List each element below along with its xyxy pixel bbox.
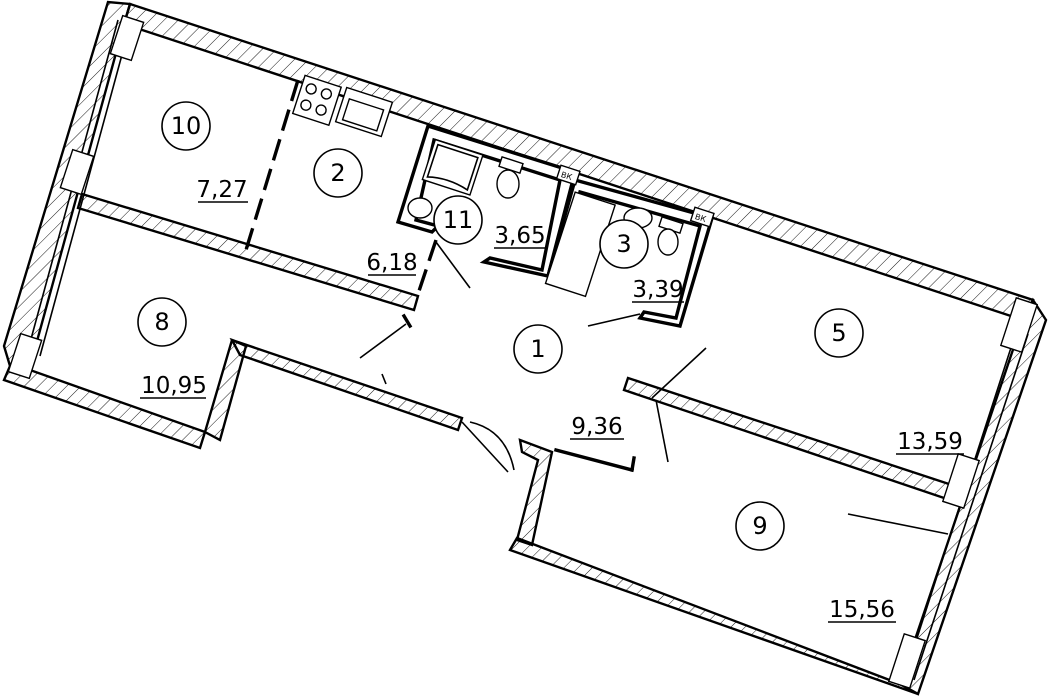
wall-9-left <box>515 438 554 547</box>
svg-text:13,59: 13,59 <box>897 429 963 455</box>
entrance-jamb <box>381 373 387 385</box>
stove-icon <box>291 74 343 127</box>
window-marks <box>7 14 1039 690</box>
svg-text:15,56: 15,56 <box>829 597 895 623</box>
room-1: 1 9,36 <box>513 324 624 440</box>
svg-text:7,27: 7,27 <box>196 177 247 203</box>
inner-walls <box>244 79 949 535</box>
vent-shaft-1: ВК <box>555 164 581 186</box>
door-swing-5 <box>651 347 707 399</box>
toilet-3-icon <box>657 215 684 256</box>
svg-text:2: 2 <box>330 159 345 187</box>
svg-text:3,65: 3,65 <box>494 223 545 249</box>
svg-text:10: 10 <box>171 112 202 140</box>
washbasin-icon <box>407 197 433 219</box>
wall-corridor-left <box>229 337 464 432</box>
wall-bottom-9 <box>508 536 919 696</box>
svg-text:3: 3 <box>616 230 631 258</box>
room-5: 5 13,59 <box>814 308 964 455</box>
door-swing-9b <box>847 513 949 535</box>
svg-text:ВК: ВК <box>560 170 574 182</box>
room-10: 10 7,27 <box>161 101 248 203</box>
vent-shaft-2: ВК <box>689 206 715 228</box>
toilet-icon <box>496 155 524 199</box>
svg-text:3,39: 3,39 <box>632 277 683 303</box>
kitchen-divider-2 <box>416 239 438 295</box>
room-2: 2 6,18 <box>313 148 418 276</box>
svg-text:ВК: ВК <box>694 212 708 224</box>
door-swing-8 <box>359 323 407 359</box>
svg-text:9,36: 9,36 <box>571 414 622 440</box>
shower-icon <box>421 138 484 196</box>
wall-stub-1 <box>553 447 635 473</box>
svg-text:10,95: 10,95 <box>141 373 207 399</box>
wall-stub-3 <box>401 313 413 329</box>
svg-text:6,18: 6,18 <box>366 250 417 276</box>
svg-text:8: 8 <box>154 308 169 336</box>
room-labels: 10 7,27 2 6,18 11 3,65 3 3,39 8 10,95 <box>137 101 964 623</box>
door-swing-9 <box>655 399 669 463</box>
fixtures: ВК ВК <box>291 74 715 298</box>
entrance-door <box>461 421 515 473</box>
room-9: 9 15,56 <box>735 501 896 623</box>
kitchen-divider <box>244 79 300 251</box>
svg-text:9: 9 <box>752 512 767 540</box>
sink-icon <box>334 86 394 138</box>
wall-stub-2 <box>630 456 636 472</box>
wall-10-8 <box>76 192 420 312</box>
room-11: 11 3,65 <box>433 195 546 249</box>
room-8: 8 10,95 <box>137 297 207 399</box>
wall-right <box>898 297 1048 696</box>
svg-text:1: 1 <box>530 335 545 363</box>
door-swing-11 <box>435 241 471 289</box>
svg-text:5: 5 <box>831 319 846 347</box>
room-3: 3 3,39 <box>599 219 684 303</box>
svg-text:11: 11 <box>443 206 474 234</box>
door-swing-3 <box>587 313 641 327</box>
